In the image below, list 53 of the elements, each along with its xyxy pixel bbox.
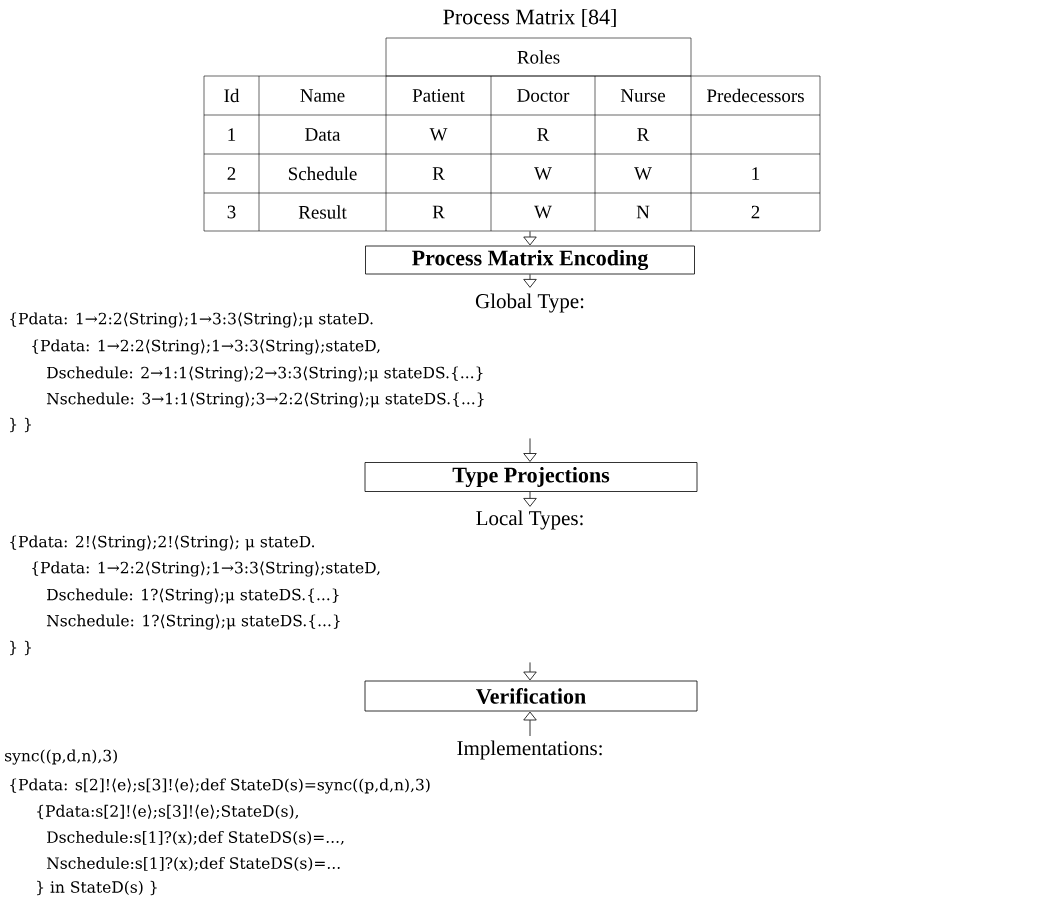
block-heading: Global Type: <box>475 293 584 313</box>
process-box: Type Projections <box>364 462 698 492</box>
table-cell: Data <box>305 128 341 141</box>
arrow <box>523 231 537 246</box>
code-line: } } <box>10 640 31 656</box>
code-line: Dschedule:s[1]?(x);def StateDS(s)=..., <box>47 830 344 846</box>
table-cell: R <box>432 167 445 180</box>
process-box: Process Matrix Encoding <box>365 245 695 275</box>
table-cell: R <box>537 128 550 141</box>
code-line: sync((p,d,n),3) <box>5 749 117 765</box>
code-line: {Pdata: 1→2:2⟨String⟩;1→3:3⟨String⟩;μ stateD. <box>10 312 373 328</box>
code-line: {Pdata: 1→2:2⟨String⟩;1→3:3⟨String⟩;stateD, <box>32 339 380 355</box>
arrow <box>523 662 537 681</box>
code-line: Nschedule:s[1]?(x);def StateDS(s)=... <box>46 856 340 872</box>
table-cell: Patient <box>412 89 465 102</box>
arrow <box>523 491 537 507</box>
code-line: Dschedule: 2→1:1⟨String⟩;2→3:3⟨String⟩;μ stateDS.{...} <box>47 366 483 382</box>
table-cell: Nurse <box>620 89 666 102</box>
table-cell: W <box>429 128 448 141</box>
table-cell: Schedule <box>288 166 357 181</box>
code-line: Dschedule: 1?⟨String⟩;μ stateDS.{...} <box>47 588 339 604</box>
code-line: {Pdata: s[2]!⟨e⟩;s[3]!⟨e⟩;def StateD(s)=sync((p,d,n),3) <box>10 778 430 794</box>
arrow <box>523 438 537 462</box>
code-line: {Pdata: 1→2:2⟨String⟩;1→3:3⟨String⟩;stateD, <box>32 561 380 577</box>
table-cell: 1 <box>228 128 236 141</box>
code-line: {Pdata:s[2]!⟨e⟩;s[3]!⟨e⟩;StateD(s), <box>37 804 298 820</box>
block-heading: Local Types: <box>476 510 583 530</box>
table-cell: N <box>636 205 650 219</box>
table-cell: W <box>534 205 552 219</box>
table-cell: W <box>534 167 552 180</box>
code-line: } } <box>10 417 31 433</box>
table-cell: Result <box>298 205 347 219</box>
code-line: } in StateD(s) } <box>37 880 157 896</box>
table-cell: R <box>432 205 445 219</box>
code-line: Nschedule: 1?⟨String⟩;μ stateDS.{...} <box>46 614 340 630</box>
table-cell: R <box>637 128 650 141</box>
table-cell: 3 <box>227 205 236 219</box>
table-cell: Roles <box>517 50 560 64</box>
code-line: {Pdata: 2!⟨String⟩;2!⟨String⟩; μ stateD. <box>10 535 315 551</box>
table-cell: Name <box>300 89 345 102</box>
table-cell: Predecessors <box>707 88 804 103</box>
code-line: Nschedule: 3→1:1⟨String⟩;3→2:2⟨String⟩;μ stateDS.{...} <box>46 392 484 408</box>
table-cell: Doctor <box>517 89 570 102</box>
table-cell: 2 <box>227 167 236 180</box>
table-cell: Id <box>224 88 240 103</box>
table-cell: 2 <box>751 205 760 219</box>
block-heading: Implementations: <box>457 740 602 760</box>
process-box: Verification <box>364 680 698 712</box>
table-title: Process Matrix [84] <box>443 8 616 28</box>
table-cell: 1 <box>752 167 760 180</box>
arrow <box>523 274 537 288</box>
table-cell: W <box>634 167 652 180</box>
arrow <box>523 711 537 737</box>
